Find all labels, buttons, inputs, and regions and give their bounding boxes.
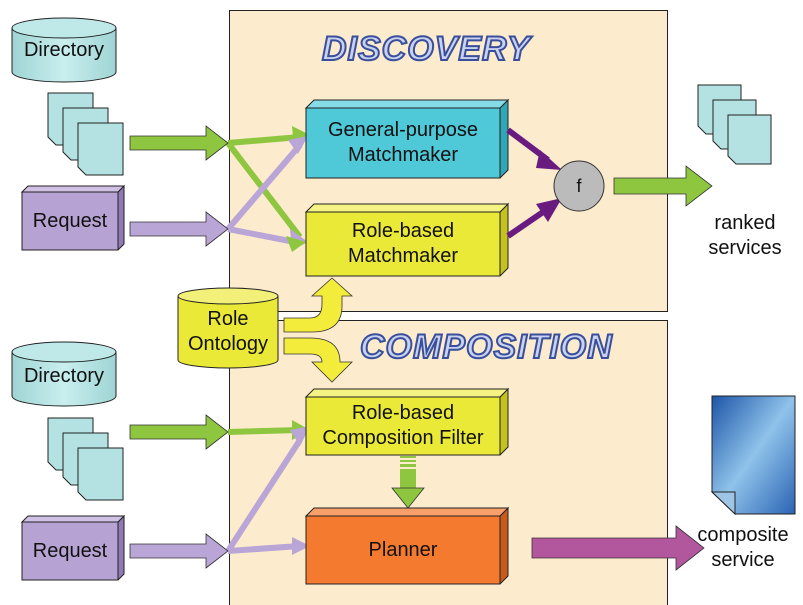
entry-arrowheads <box>286 126 310 555</box>
composite-service-document <box>711 395 796 515</box>
matchmaker-to-combiner-arrows <box>506 127 550 239</box>
composition-title: COMPOSITION <box>359 327 613 367</box>
role-matchmaker-box <box>304 202 510 277</box>
directory-bottom-cylinder <box>11 341 117 407</box>
role-matchmaker-label: Role-based Matchmaker <box>347 220 459 267</box>
composition-connectors <box>225 427 303 554</box>
input-block-arrows <box>129 125 229 569</box>
directory-top-label: Directory <box>23 38 104 61</box>
directory-top-documents <box>47 92 124 176</box>
request-top-label: Request <box>32 209 108 232</box>
planner-label: Planner <box>368 538 438 561</box>
directory-top-cylinder <box>11 17 117 83</box>
ontology-to-filter-arrow <box>283 337 353 383</box>
composite-service-label: composite service <box>697 524 789 571</box>
discovery-connectors <box>225 134 303 246</box>
role-ontology-cylinder <box>177 287 279 369</box>
directory-bottom-label: Directory <box>23 364 104 387</box>
general-matchmaker-box <box>304 98 510 179</box>
combiner-label: f <box>576 175 582 196</box>
request-bottom-label: Request <box>32 539 108 562</box>
composite-output-arrow <box>531 525 705 571</box>
discovery-title: DISCOVERY <box>321 29 531 69</box>
role-ontology-label: Role Ontology <box>187 308 269 355</box>
request-top-box <box>20 184 126 251</box>
ranked-services-documents <box>697 84 772 165</box>
composition-filter-label: Role-based Composition Filter <box>322 402 484 449</box>
combiner-node <box>553 160 605 212</box>
composition-filter-box <box>304 387 510 456</box>
ontology-to-matchmaker-arrow <box>283 277 354 333</box>
ranked-output-arrow <box>613 165 713 207</box>
request-bottom-box <box>20 514 126 581</box>
ranked-services-label: ranked services <box>708 212 782 259</box>
filter-to-planner-arrow <box>391 456 425 509</box>
planner-box <box>304 506 510 585</box>
directory-bottom-documents <box>47 417 124 501</box>
general-matchmaker-label: General-purpose Matchmaker <box>327 119 479 166</box>
